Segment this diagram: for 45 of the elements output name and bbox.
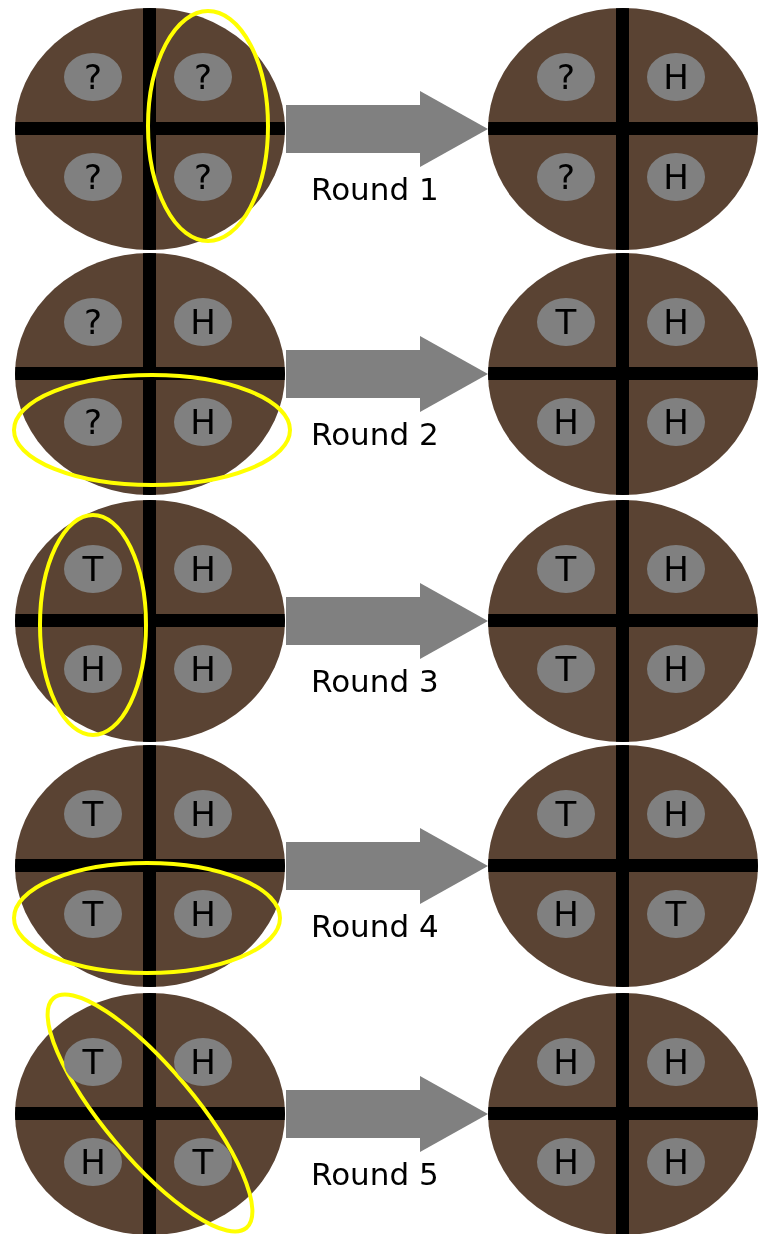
coin: H bbox=[647, 298, 705, 346]
coin: H bbox=[647, 645, 705, 693]
coin: ? bbox=[64, 398, 122, 446]
coin: H bbox=[174, 398, 232, 446]
coin: H bbox=[174, 890, 232, 938]
coin: H bbox=[647, 1138, 705, 1186]
coin: ? bbox=[537, 153, 595, 201]
coin: H bbox=[537, 1138, 595, 1186]
coin: H bbox=[647, 53, 705, 101]
coin: ? bbox=[64, 153, 122, 201]
coin: H bbox=[174, 545, 232, 593]
arrow bbox=[286, 1076, 488, 1152]
coin: H bbox=[174, 790, 232, 838]
coin: ? bbox=[174, 53, 232, 101]
coin: T bbox=[537, 790, 595, 838]
coin: ? bbox=[537, 53, 595, 101]
coin: H bbox=[647, 790, 705, 838]
coin: T bbox=[64, 1038, 122, 1086]
coin: H bbox=[537, 890, 595, 938]
coin: H bbox=[537, 398, 595, 446]
coin: H bbox=[647, 398, 705, 446]
coin: H bbox=[174, 298, 232, 346]
arrow bbox=[286, 583, 488, 659]
arrow bbox=[286, 91, 488, 167]
coin: T bbox=[64, 790, 122, 838]
arrow bbox=[286, 828, 488, 904]
coin: T bbox=[64, 545, 122, 593]
coin: H bbox=[64, 1138, 122, 1186]
coin: T bbox=[537, 545, 595, 593]
coin: ? bbox=[174, 153, 232, 201]
coin: H bbox=[537, 1038, 595, 1086]
coin: H bbox=[174, 645, 232, 693]
coin: T bbox=[174, 1138, 232, 1186]
coin: T bbox=[537, 645, 595, 693]
coin: T bbox=[647, 890, 705, 938]
arrow bbox=[286, 336, 488, 412]
coin: T bbox=[537, 298, 595, 346]
coin: H bbox=[647, 545, 705, 593]
coin: H bbox=[64, 645, 122, 693]
coin: ? bbox=[64, 298, 122, 346]
coin: H bbox=[647, 153, 705, 201]
coin: H bbox=[647, 1038, 705, 1086]
coin: T bbox=[64, 890, 122, 938]
coin: H bbox=[174, 1038, 232, 1086]
coin: ? bbox=[64, 53, 122, 101]
